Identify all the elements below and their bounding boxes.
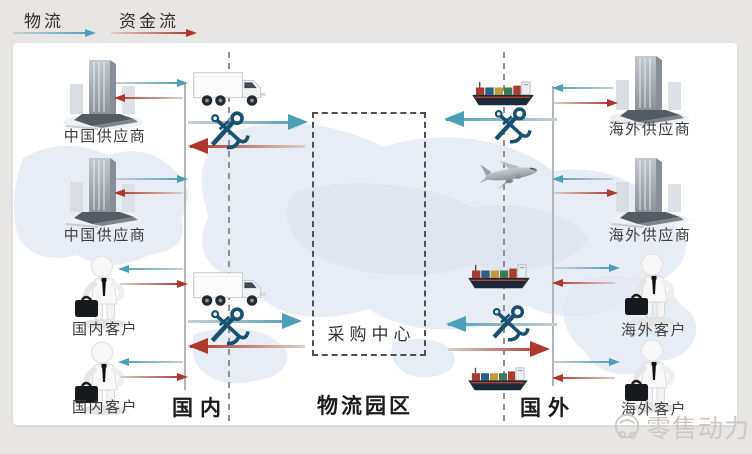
domestic-customer-1-label: 国内客户 [71,321,138,338]
cargo-ship-icon [466,366,530,393]
cargo-ship-icon [470,80,536,108]
capital-flow-arrow [554,98,618,108]
domestic-collector-line [184,82,186,390]
procurement-center-box: 采购中心 [312,112,426,356]
logistics-flow-arrow [552,174,616,184]
capital-flow-arrow [552,278,618,288]
foreign-boundary-dashed-line [503,52,505,422]
overseas-customer-1-label: 海外客户 [620,322,687,339]
capital-flow-arrow-main [448,340,550,358]
zone-label-domestic: 国内 [172,397,228,420]
logistics-flow-arrow [552,83,616,93]
domestic-customer-2-label: 国内客户 [71,399,138,416]
watermark: 零售动力 [610,406,752,446]
anchor-tools-icon [487,106,533,146]
legend-logistics-label: 物流 [24,12,64,31]
capital-legend-arrow [111,28,197,38]
logistics-flow-arrow-main [446,315,560,333]
capital-flow-arrow [114,188,186,198]
logistics-flow-arrow [116,78,188,88]
legend-capital-label: 资金流 [119,12,179,31]
domestic-boundary-dashed-line [228,52,230,422]
capital-flow-arrow [114,93,186,103]
overseas-customer-2-label: 海外客户 [620,401,687,418]
logistics-flow-arrow-main [188,312,302,330]
watermark-brand-text: 零售动力 [646,415,751,443]
capital-flow-arrow [120,372,188,382]
logistics-flow-arrow [116,174,188,184]
capital-flow-arrow [554,188,618,198]
zone-label-foreign: 国外 [520,397,576,420]
cargo-ship-icon [466,263,532,291]
logistics-flow-arrow [118,264,186,274]
logistics-flow-arrow-main [188,113,308,131]
overseas-supplier-1-label: 海外供应商 [608,121,692,138]
capital-flow-arrow [552,373,618,383]
procurement-center-label: 采购中心 [327,325,416,344]
foreign-collector-line [552,86,554,386]
brand-logo-icon [612,412,642,442]
capital-flow-arrow-main [188,337,308,355]
anchor-tools-icon [203,110,251,152]
truck-icon [192,68,268,112]
businessman-icon [622,252,688,328]
legend: 物流 资金流 [0,0,260,42]
capital-flow-arrow [120,279,188,289]
logistics-flow-arrow [118,357,186,367]
logistics-flow-arrow-main [444,110,560,128]
logistics-flow-arrow [554,263,620,273]
anchor-tools-icon [485,304,531,344]
china-supplier-1-label: 中国供应商 [63,128,147,145]
logistics-legend-arrow [13,28,96,38]
airplane-icon [476,152,546,194]
zone-label-logistics-park: 物流园区 [317,395,413,418]
anchor-tools-icon [203,306,251,348]
building-icon [604,52,694,128]
capital-flow-arrow-main [188,137,308,155]
overseas-supplier-2-label: 海外供应商 [608,227,692,244]
china-supplier-2-label: 中国供应商 [63,227,147,244]
logistics-flow-arrow [554,357,620,367]
